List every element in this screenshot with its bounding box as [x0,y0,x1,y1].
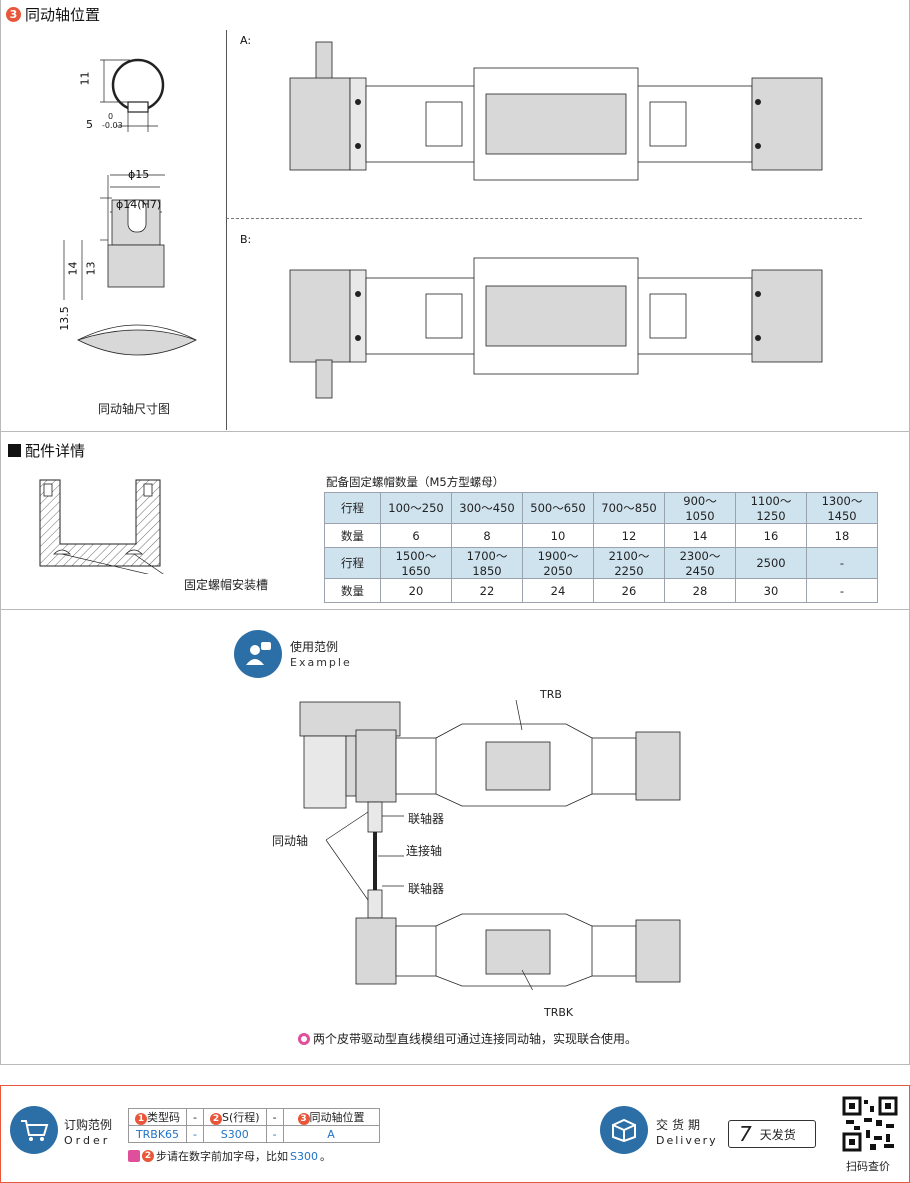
note-bullet-icon [298,1032,310,1045]
label-coupling-1: 联轴器 [408,812,445,826]
section-title-text: 同动轴位置 [25,6,101,24]
dim-phi15: ϕ15 [128,168,150,181]
table-row: 行程 1500～1650 1700～1850 1900～2050 2100～22… [324,547,878,579]
qr-label: 扫码查价 [846,1160,890,1173]
module-view-a [289,41,823,181]
profile-cross-section [39,479,164,574]
label-trbk: TRBK [544,1006,574,1019]
delivery-title-en: Delivery [656,1134,718,1147]
label-sync-shaft: 同动轴 [272,834,309,848]
table-row: 数量 6 8 10 12 14 16 18 [324,523,878,548]
section-number-badge: 3 [6,7,21,22]
dim-14: 14 [66,261,80,276]
example-title-cn: 使用范例 [290,640,339,654]
cart-icon [10,1106,58,1154]
dimension-caption: 同动轴尺寸图 [98,402,171,416]
table-row: TRBK65 - S300 - A [128,1125,380,1143]
dim-5: 5 [86,118,93,131]
example-user-icon [234,630,282,678]
square-bullet-icon [8,444,21,457]
order-title-cn: 订购范例 [64,1118,113,1132]
example-title-en: Example [290,656,352,669]
order-title-en: Order [64,1134,111,1147]
module-view-b [289,257,823,399]
delivery-days-box: 7 天发货 [728,1120,816,1148]
table-row: 数量 20 22 24 26 28 30 - [324,578,878,603]
order-note: 2 步请在数字前加字母，比如 S300 。 [128,1148,331,1164]
example-assembly-drawing [299,699,681,990]
dim-13: 13 [84,261,98,276]
nut-quantity-table: 行程 100～250 300～450 500～650 700～850 900～1… [324,492,878,603]
slot-label: 固定螺帽安装槽 [184,578,269,592]
dim-11: 11 [78,71,92,86]
delivery-box-icon [600,1106,648,1154]
label-trb: TRB [540,688,562,701]
example-note: 两个皮带驱动型直线模组可通过连接同动轴，实现联合使用。 [298,1030,637,1047]
label-coupling-2: 联轴器 [408,882,445,896]
dim-13-5: 13.5 [57,306,71,331]
label-connect-shaft: 连接轴 [406,844,443,858]
delivery-title-cn: 交货期 [656,1118,705,1132]
dim-phi14: ϕ14(H7) [116,198,162,211]
view-a-label: A: [240,34,252,47]
dashed-divider [226,218,862,219]
section-title-shaft: 3 同动轴位置 [6,4,100,25]
vertical-divider [226,30,227,430]
dim-5-tolerance: 0 -0.03 [102,112,123,130]
shaft-dimension-drawing [63,58,198,356]
view-b-label: B: [240,233,252,246]
warning-icon [128,1150,140,1162]
section-title-accessory: 配件详情 [8,440,85,461]
nut-table-title: 配备固定螺帽数量（M5方型螺母） [326,475,505,489]
qr-code-icon[interactable] [842,1096,898,1152]
table-row: 行程 100～250 300～450 500～650 700～850 900～1… [324,492,878,524]
